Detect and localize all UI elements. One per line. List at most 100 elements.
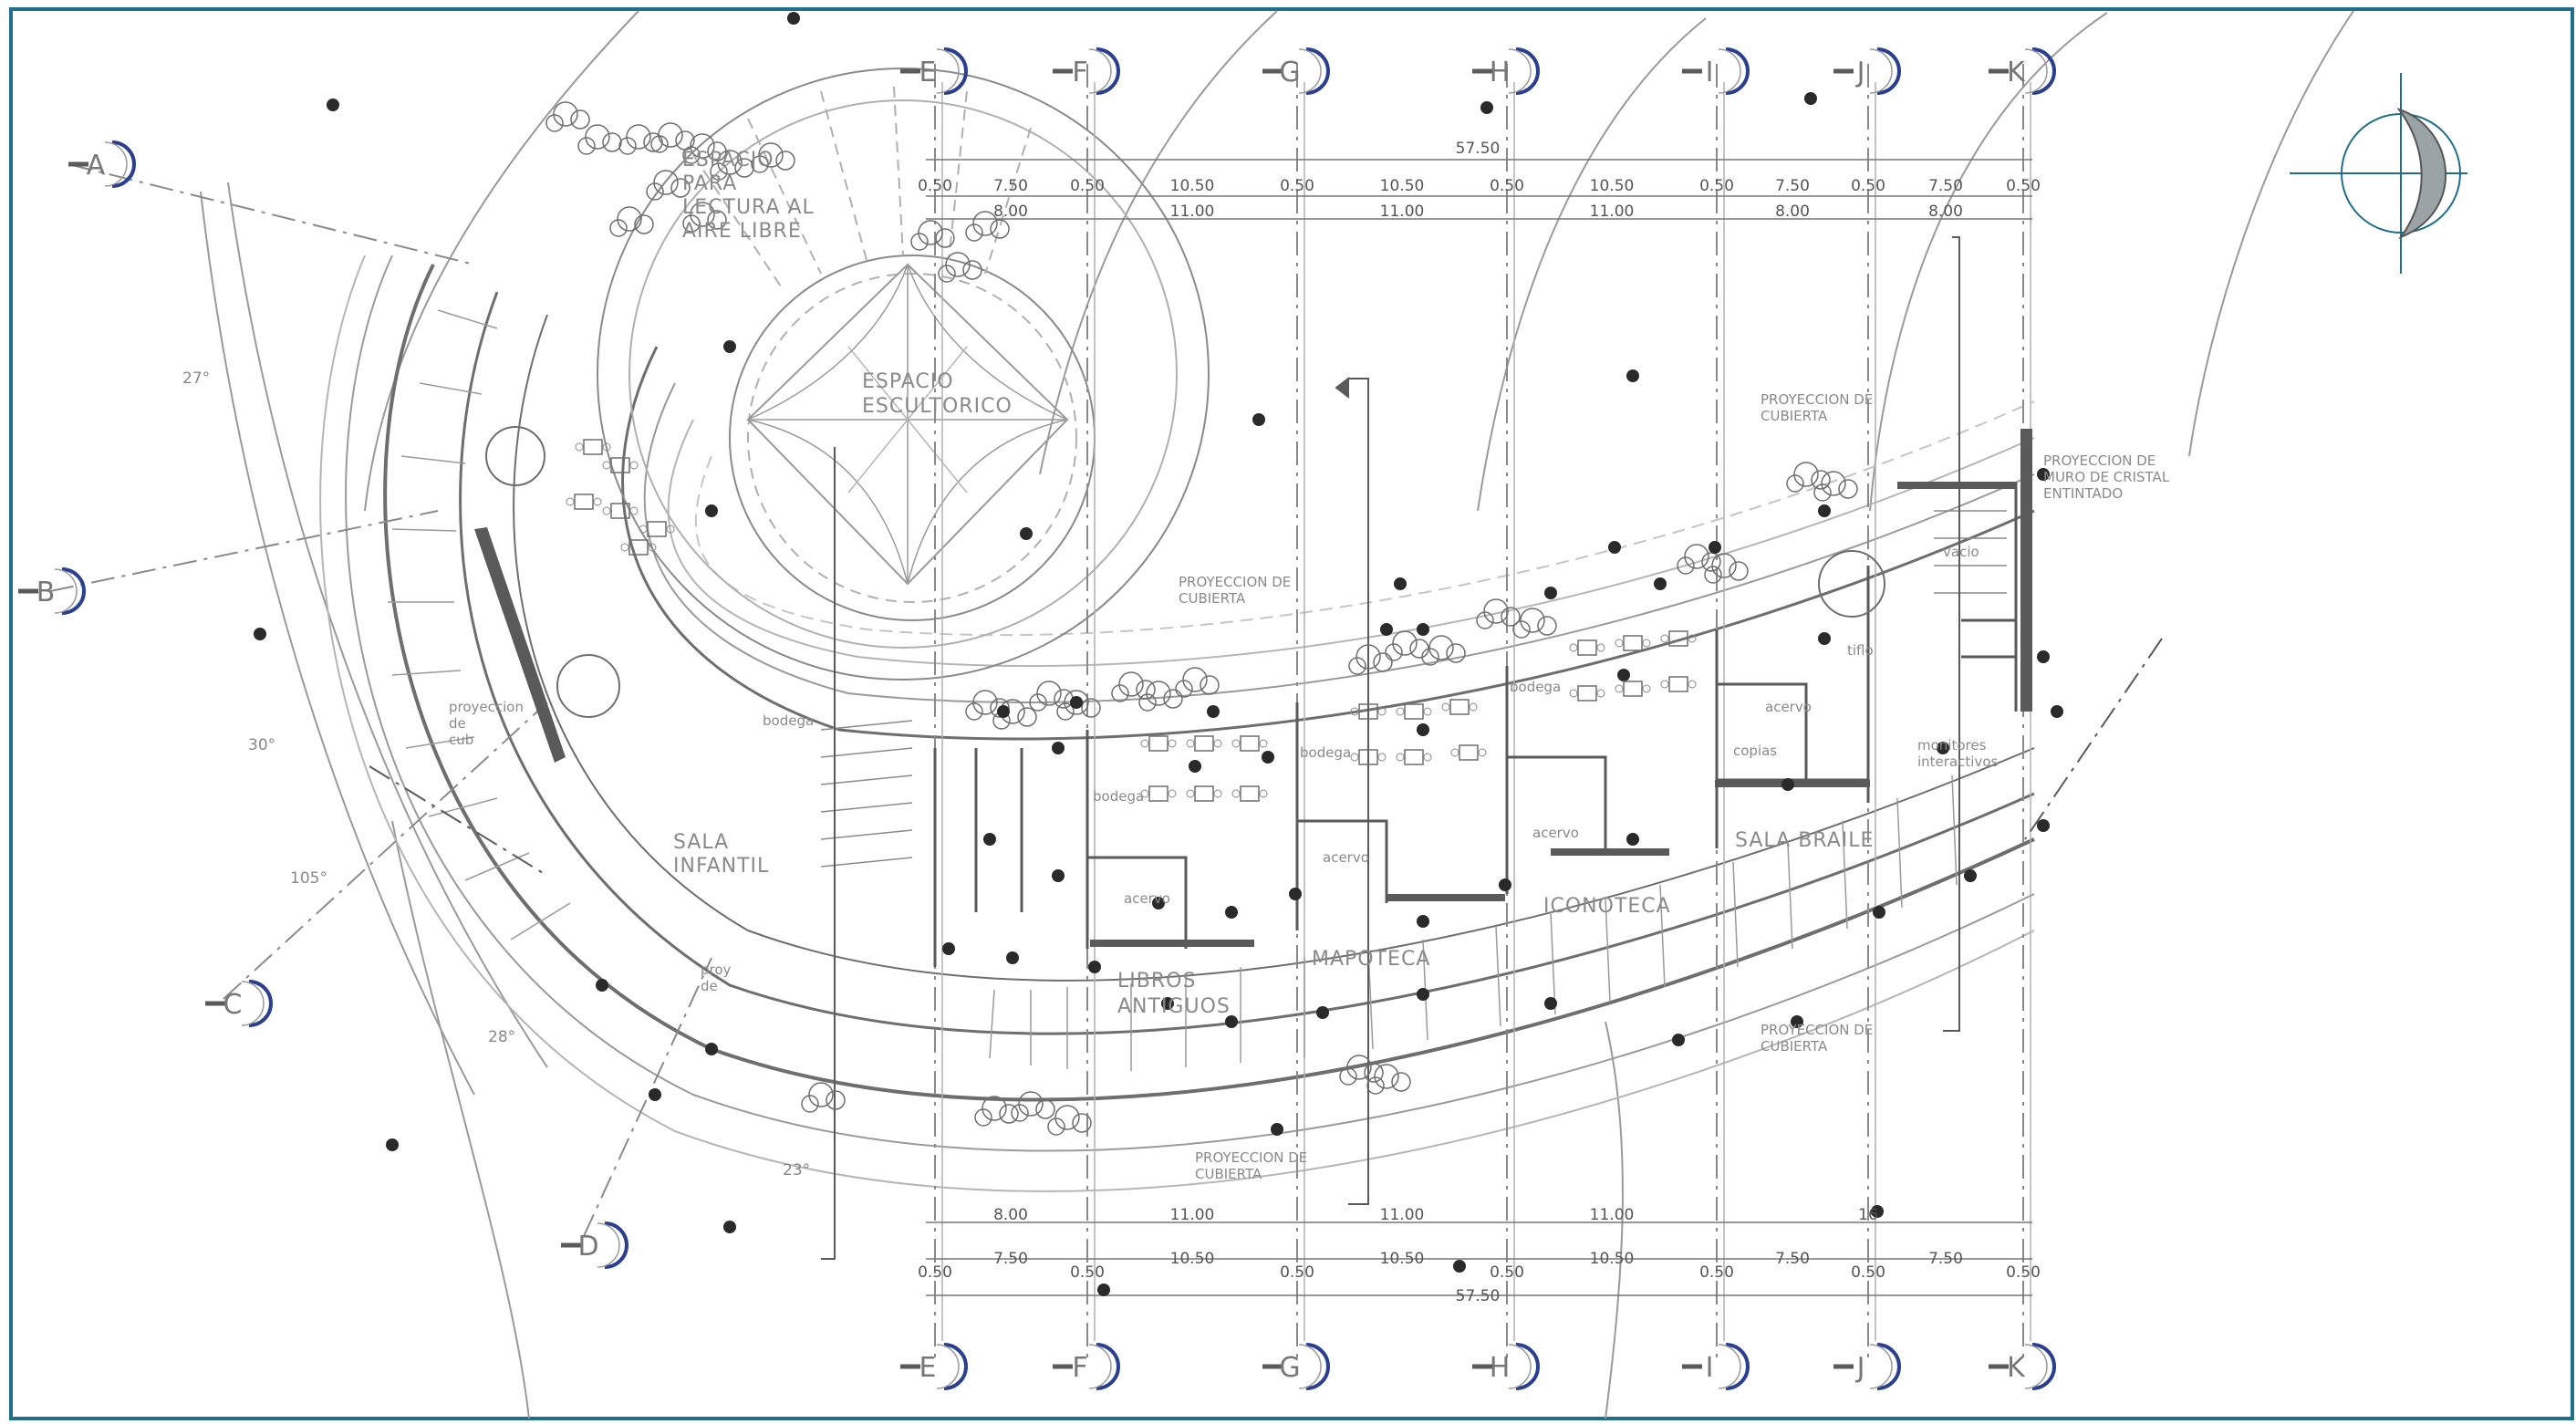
axis-bubble-icon: D xyxy=(561,1221,628,1269)
tree-icon xyxy=(974,1096,1019,1127)
axis-bubble-icon: G xyxy=(1262,47,1330,95)
outdoor-reading-area xyxy=(597,68,1210,681)
table-with-chairs xyxy=(639,521,675,537)
column-icon xyxy=(1417,623,1429,636)
projection-notes: PROYECCION DE CUBIERTA PROYECCION DE CUB… xyxy=(449,391,2170,1182)
north-arrow-icon xyxy=(2290,73,2467,274)
column-icon xyxy=(1544,997,1557,1010)
table-with-chairs xyxy=(1615,681,1651,697)
axis-bubble-icon: A xyxy=(68,140,136,188)
note-vacio: vacio xyxy=(1943,544,1979,560)
note-proy-muro-3: ENTINTADO xyxy=(2043,485,2123,502)
note-proy-cubierta-1a: PROYECCION DE xyxy=(1761,391,1873,408)
table-with-chairs xyxy=(1396,703,1432,720)
axis-bubble-icon: I xyxy=(1682,1343,1750,1390)
tree-icon xyxy=(965,690,1010,721)
dimension-label: 0.50 xyxy=(2006,1263,2041,1282)
axis-bubble-icon: K xyxy=(1989,1343,2056,1390)
angle-label-2: 30° xyxy=(248,736,275,754)
tree-icon xyxy=(938,252,982,283)
note-proyeccion-cub-3: cub xyxy=(449,732,473,748)
axis-bubble-icon: G xyxy=(1262,1343,1330,1390)
dimension-label: 0.50 xyxy=(918,1263,952,1282)
trees xyxy=(545,101,1858,1136)
curtain-wall-mullions xyxy=(388,309,1958,1071)
axis-label: J xyxy=(1855,1352,1865,1384)
columns xyxy=(254,12,2063,1296)
table-with-chairs xyxy=(1186,785,1222,802)
angle-label-3: 105° xyxy=(290,869,327,888)
column-icon xyxy=(1791,1015,1803,1028)
dimension-label: 0.50 xyxy=(1699,177,1734,195)
room-label-libros-antiguos-1: LIBROS xyxy=(1117,970,1196,993)
dimension-label: 7.50 xyxy=(1775,177,1810,195)
column-icon xyxy=(327,99,339,111)
column-icon xyxy=(1499,878,1511,891)
column-icon xyxy=(705,504,718,517)
sheet-frame xyxy=(9,7,2574,1420)
dimension-label: 0.50 xyxy=(1699,1263,1734,1282)
dimension-label: 7.50 xyxy=(1928,177,1963,195)
column-icon xyxy=(1672,1034,1685,1046)
column-icon xyxy=(705,1043,718,1055)
room-walls xyxy=(933,474,2025,967)
axis-bubble-icon: E xyxy=(900,1343,968,1390)
column-icon xyxy=(1088,961,1101,973)
column-icon xyxy=(2051,705,2063,718)
tree-icon xyxy=(1175,667,1220,698)
table-with-chairs xyxy=(566,494,602,510)
note-proy-sala-2: de xyxy=(701,978,718,994)
axis-lines xyxy=(49,64,2024,1359)
dimension-label: 8.00 xyxy=(1928,203,1963,221)
column-icon xyxy=(1626,833,1639,846)
axis-label: H xyxy=(1490,57,1511,88)
axis-bubble-icon: C xyxy=(205,980,273,1027)
room-label-libros-antiguos-2: ANTIGUOS xyxy=(1117,995,1231,1018)
table-with-chairs xyxy=(1569,685,1605,702)
table-with-chairs xyxy=(1231,785,1268,802)
tree-icon xyxy=(1476,598,1521,629)
dimension-label: 10.50 xyxy=(1590,1250,1635,1268)
column-icon xyxy=(1380,623,1393,636)
note-proy-cubierta-3b: CUBIERTA xyxy=(1761,1038,1828,1055)
note-tiflo: tiflo xyxy=(1847,642,1874,659)
column-icon xyxy=(1964,869,1977,882)
dimension-label: 0.50 xyxy=(1851,1263,1885,1282)
axis-label: K xyxy=(2007,1352,2026,1384)
building-envelope xyxy=(319,255,2035,1192)
column-icon xyxy=(1544,587,1557,599)
axis-label: F xyxy=(1072,1352,1087,1384)
note-copias: copias xyxy=(1733,743,1777,759)
tree-icon xyxy=(1385,630,1429,661)
column-icon xyxy=(596,979,608,992)
axis-bubble-icon: J xyxy=(1833,47,1901,95)
note-proyeccion-cub-2: de xyxy=(449,715,466,732)
furniture xyxy=(485,426,1885,802)
table-with-chairs xyxy=(602,457,639,473)
table-with-chairs xyxy=(575,439,611,455)
tree-icon xyxy=(1813,471,1858,502)
column-icon xyxy=(1709,541,1721,554)
dimension-label: 11.00 xyxy=(1170,203,1215,221)
column-icon xyxy=(1654,577,1667,590)
dimension-label: 7.50 xyxy=(993,1250,1028,1268)
tree-icon xyxy=(1047,1105,1092,1136)
column-icon xyxy=(787,12,800,25)
column-icon xyxy=(1453,1260,1466,1273)
column-icon xyxy=(1417,723,1429,736)
sculpture-diamond xyxy=(745,262,1070,586)
column-icon xyxy=(1271,1123,1283,1136)
dimension-label: 10.50 xyxy=(1170,177,1215,195)
dimension-label: 57.50 xyxy=(1456,1287,1501,1305)
note-proy-muro-2: MURO DE CRISTAL xyxy=(2043,469,2170,485)
note-monitores-1: monitores xyxy=(1917,737,1987,754)
column-icon xyxy=(997,705,1010,718)
column-icon xyxy=(983,833,996,846)
dimension-label: 0.50 xyxy=(918,177,952,195)
note-proy-cubierta-4a: PROYECCION DE xyxy=(1195,1149,1307,1166)
tree-icon xyxy=(646,170,691,201)
axis-bubble-icon: I xyxy=(1682,47,1750,95)
table-with-chairs xyxy=(1140,785,1177,802)
